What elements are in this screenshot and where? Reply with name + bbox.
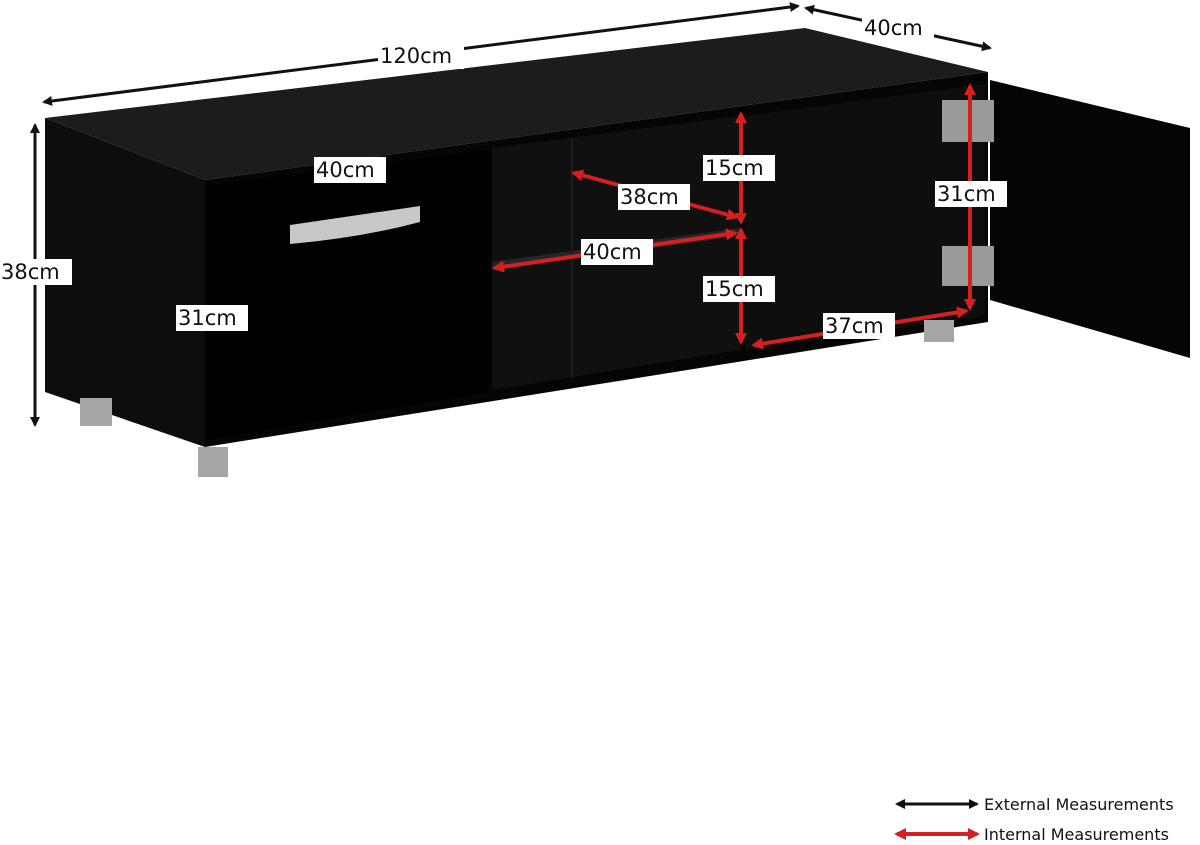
- label-lower-height: 15cm: [705, 277, 764, 301]
- label-shelf-depth: 38cm: [620, 185, 679, 209]
- right-compartment: [745, 84, 985, 350]
- cabinet-left-side: [45, 118, 205, 447]
- legend-external-label: External Measurements: [984, 795, 1174, 814]
- legend-internal-label: Internal Measurements: [984, 825, 1169, 844]
- label-right-width: 37cm: [825, 314, 884, 338]
- legend: External Measurements Internal Measureme…: [894, 795, 1174, 844]
- label-shelf-width: 40cm: [583, 240, 642, 264]
- door-handle: [290, 206, 420, 244]
- leg-back-left: [80, 398, 112, 426]
- leg-front-right: [924, 320, 954, 342]
- label-height: 38cm: [1, 260, 60, 284]
- label-door-height: 31cm: [178, 306, 237, 330]
- label-right-height: 31cm: [937, 182, 996, 206]
- right-door-open: [990, 80, 1190, 358]
- dimension-labels: 120cm 40cm 38cm 40cm 31cm 38cm 40cm 15cm…: [0, 15, 1007, 339]
- label-door-width: 40cm: [316, 158, 375, 182]
- label-upper-height: 15cm: [705, 156, 764, 180]
- left-door: [205, 150, 488, 440]
- label-depth: 40cm: [864, 16, 923, 40]
- tv-cabinet: [45, 28, 1190, 477]
- leg-front-left: [198, 447, 228, 477]
- label-width: 120cm: [380, 44, 452, 68]
